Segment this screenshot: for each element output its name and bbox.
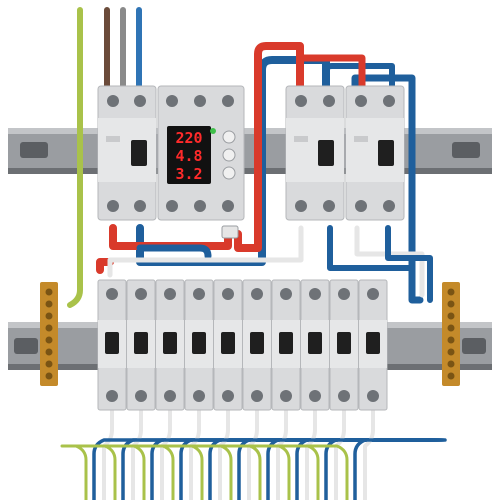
breaker-row	[97, 279, 388, 411]
breaker-screw-bottom	[164, 390, 176, 402]
neutral-terminal-block	[442, 282, 460, 386]
breaker-screw-top	[193, 288, 205, 300]
outgoing-wires	[60, 396, 447, 500]
main-breaker-lever	[131, 140, 147, 166]
outgoing-earth-wire	[68, 444, 320, 500]
meter-reading-3: 3.2	[175, 165, 202, 183]
breaker-lever	[250, 332, 264, 354]
breaker-screw-top	[164, 288, 176, 300]
breaker-lever	[134, 332, 148, 354]
outgoing-earth-wire	[63, 444, 175, 500]
rcd-right	[345, 85, 405, 221]
meter-reading-1: 220	[175, 129, 202, 147]
circuit-breaker	[213, 279, 243, 411]
breaker-screw-bottom	[135, 390, 147, 402]
rcd-left	[285, 85, 345, 221]
breaker-screw-bottom	[222, 390, 234, 402]
meter-reading-2: 4.8	[175, 147, 202, 165]
circuit-breaker	[126, 279, 156, 411]
meter-button-1[interactable]	[222, 130, 236, 144]
circuit-breaker	[155, 279, 185, 411]
breaker-lever	[366, 332, 380, 354]
outgoing-earth-wire	[65, 444, 233, 500]
breaker-screw-bottom	[309, 390, 321, 402]
circuit-breaker	[300, 279, 330, 411]
breaker-screw-top	[106, 288, 118, 300]
breaker-screw-bottom	[106, 390, 118, 402]
wire-connector	[221, 225, 239, 239]
circuit-breaker	[242, 279, 272, 411]
outgoing-phase-wire	[363, 396, 375, 500]
main-breaker	[97, 85, 157, 221]
outgoing-earth-wire	[69, 444, 349, 500]
circuit-breaker	[329, 279, 359, 411]
outgoing-neutral-wire	[208, 438, 439, 500]
breaker-screw-top	[338, 288, 350, 300]
breaker-screw-bottom	[193, 390, 205, 402]
earth-terminal-block	[40, 282, 58, 386]
breaker-screw-bottom	[367, 390, 379, 402]
meter-status-led	[210, 128, 216, 134]
circuit-breaker	[184, 279, 214, 411]
breaker-screw-top	[367, 288, 379, 300]
breaker-lever	[105, 332, 119, 354]
breaker-lever	[279, 332, 293, 354]
outgoing-neutral-wire	[353, 438, 429, 500]
voltage-relay-meter: 220 4.8 3.2	[157, 85, 245, 221]
meter-button-2[interactable]	[222, 148, 236, 162]
feed-wiring	[96, 42, 433, 304]
breaker-screw-top	[309, 288, 321, 300]
meter-button-3[interactable]	[222, 166, 236, 180]
breaker-screw-bottom	[251, 390, 263, 402]
breaker-lever	[308, 332, 322, 354]
outgoing-earth-wire	[60, 444, 88, 500]
breaker-lever	[221, 332, 235, 354]
breaker-lever	[192, 332, 206, 354]
rcd-right-lever	[378, 140, 394, 166]
breaker-lever	[163, 332, 177, 354]
circuit-breaker	[358, 279, 388, 411]
breaker-screw-bottom	[338, 390, 350, 402]
outgoing-earth-wire	[61, 444, 117, 500]
incoming-wires	[67, 7, 142, 308]
rcd-left-lever	[318, 140, 334, 166]
breaker-screw-top	[251, 288, 263, 300]
meter-screen	[167, 126, 211, 184]
breaker-screw-top	[280, 288, 292, 300]
circuit-breaker	[271, 279, 301, 411]
breaker-lever	[337, 332, 351, 354]
breaker-screw-top	[222, 288, 234, 300]
circuit-breaker	[97, 279, 127, 411]
breaker-screw-bottom	[280, 390, 292, 402]
outgoing-neutral-wire	[266, 438, 435, 500]
breaker-screw-top	[135, 288, 147, 300]
